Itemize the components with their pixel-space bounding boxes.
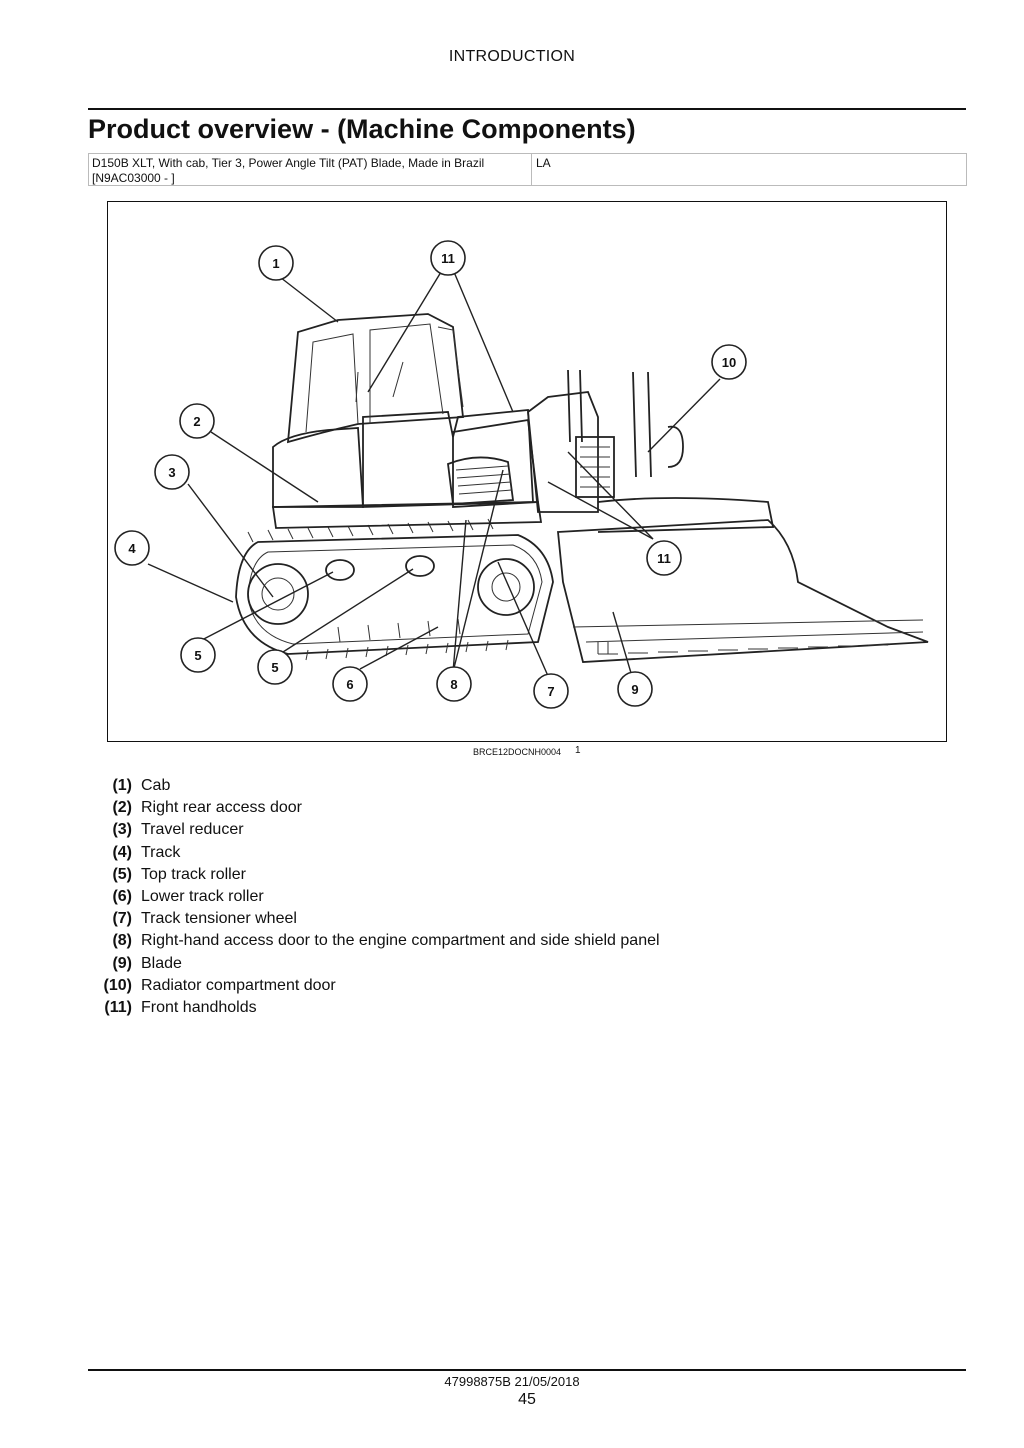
component-legend: (1) Cab (2) Right rear access door (3) Trav… [88, 776, 660, 1020]
legend-number: (3) [112, 821, 132, 839]
legend-item: (10) Radiator compartment door [88, 976, 660, 998]
legend-label: Radiator compartment door [141, 976, 336, 994]
svg-text:9: 9 [631, 682, 638, 697]
legend-item: (2) Right rear access door [88, 798, 660, 820]
applicability-model-cell: D150B XLT, With cab, Tier 3, Power Angle… [89, 154, 532, 185]
top-rule [88, 108, 966, 110]
legend-item: (3) Travel reducer [88, 820, 660, 842]
serial-text: [N9AC03000 - ] [92, 171, 175, 185]
svg-text:5: 5 [194, 648, 201, 663]
figure-reference-code: BRCE12DOCNH0004 [473, 747, 562, 757]
svg-text:3: 3 [168, 465, 175, 480]
section-header: INTRODUCTION [448, 48, 576, 65]
callout-5-right: 5 [257, 649, 293, 685]
svg-text:4: 4 [128, 541, 136, 556]
legend-item: (1) Cab [88, 776, 660, 798]
callout-4: 4 [114, 530, 150, 566]
callout-10: 10 [711, 344, 747, 380]
legend-label: Right rear access door [141, 799, 302, 817]
bottom-rule [88, 1369, 966, 1371]
track-assembly [235, 518, 554, 661]
legend-label: Blade [141, 954, 182, 972]
legend-number: (11) [104, 998, 132, 1016]
figure-number: 1 [575, 745, 581, 756]
document-id: 47998875B 21/05/2018 [444, 1374, 580, 1389]
callout-5-left: 5 [180, 637, 216, 673]
applicability-region-cell: LA [536, 156, 551, 170]
legend-number: (1) [112, 777, 132, 794]
legend-item: (8) Right-hand access door to the engine … [88, 931, 660, 953]
legend-item: (6) Lower track roller [88, 887, 660, 909]
machine-figure: 1 11 10 2 3 4 11 5 5 6 8 7 9 [107, 201, 947, 742]
page-number: 45 [518, 1391, 536, 1408]
legend-number: (4) [112, 843, 132, 861]
legend-label: Travel reducer [141, 821, 244, 839]
model-text: D150B XLT, With cab, Tier 3, Power Angle… [92, 156, 485, 170]
legend-number: (6) [112, 887, 132, 905]
radiator-area [527, 369, 775, 533]
legend-item: (9) Blade [88, 954, 660, 976]
legend-label: Top track roller [141, 865, 246, 883]
page-title: Product overview - (Machine Components) [88, 114, 636, 144]
callout-6: 6 [332, 666, 368, 702]
legend-label: Right-hand access door to the engine com… [141, 932, 660, 950]
callout-11-top: 11 [430, 240, 466, 276]
legend-label: Track [141, 843, 181, 861]
leader-lines [147, 271, 721, 677]
legend-number: (8) [112, 932, 132, 950]
legend-number: (5) [112, 865, 132, 883]
legend-item: (7) Track tensioner wheel [88, 909, 660, 931]
callout-8: 8 [436, 666, 472, 702]
legend-label: Track tensioner wheel [141, 910, 297, 928]
svg-text:8: 8 [450, 677, 457, 692]
legend-number: (10) [103, 976, 132, 994]
svg-text:10: 10 [722, 355, 736, 370]
legend-label: Front handholds [141, 998, 257, 1016]
machine-body [271, 409, 543, 529]
legend-number: (7) [112, 910, 132, 928]
callout-7: 7 [533, 673, 569, 709]
applicability-table: D150B XLT, With cab, Tier 3, Power Angle… [88, 153, 967, 186]
callout-3: 3 [154, 454, 190, 490]
blade [557, 519, 929, 663]
legend-label: Lower track roller [141, 887, 264, 905]
legend-item: (4) Track [88, 843, 660, 865]
legend-item: (5) Top track roller [88, 865, 660, 887]
svg-text:1: 1 [272, 256, 279, 271]
legend-number: (9) [112, 954, 132, 972]
legend-number: (2) [112, 799, 132, 817]
cab-frame [286, 313, 464, 444]
svg-text:2: 2 [193, 414, 200, 429]
callout-2: 2 [179, 403, 215, 439]
bulldozer-illustration: 1 11 10 2 3 4 11 5 5 6 8 7 9 [114, 240, 929, 709]
callout-9: 9 [617, 671, 653, 707]
svg-text:5: 5 [271, 660, 278, 675]
svg-text:11: 11 [657, 551, 671, 566]
callout-1: 1 [258, 245, 294, 281]
legend-item: (11) Front handholds [88, 998, 660, 1020]
svg-text:11: 11 [441, 251, 455, 266]
svg-text:6: 6 [346, 677, 353, 692]
svg-text:7: 7 [547, 684, 554, 699]
callout-11-right: 11 [646, 540, 682, 576]
legend-label: Cab [141, 777, 171, 794]
